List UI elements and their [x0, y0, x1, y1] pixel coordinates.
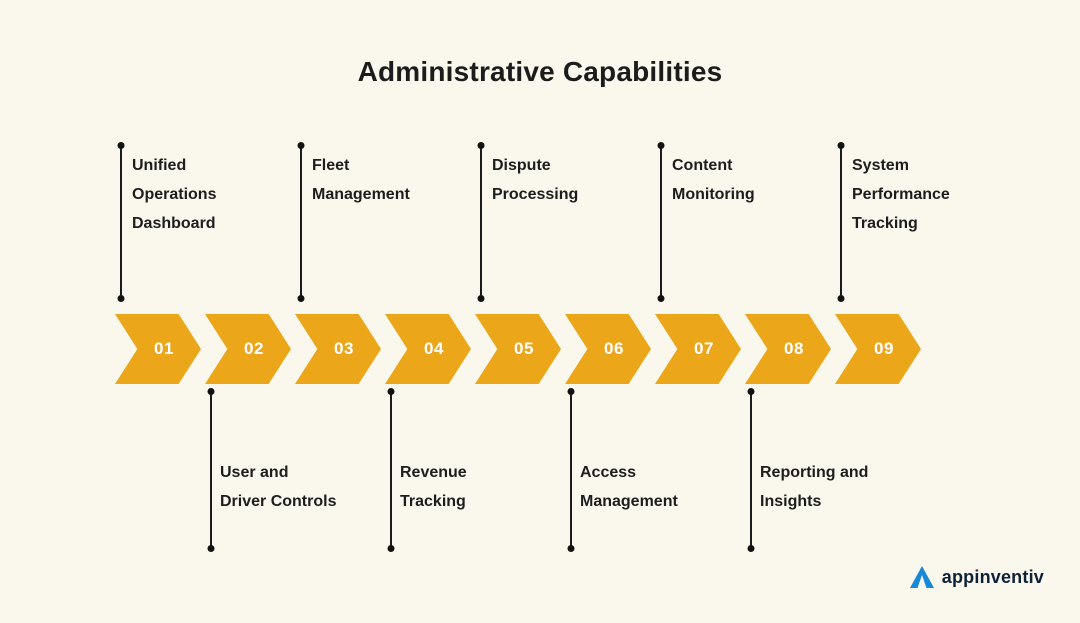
appinventiv-triangle-icon [909, 566, 934, 588]
page-title: Administrative Capabilities [357, 56, 723, 87]
step-chevron-06: 06 [565, 314, 651, 384]
connector-line-06 [567, 388, 575, 552]
connector-line-08 [747, 388, 755, 552]
label-line: Access [580, 464, 637, 481]
step-chevron-03: 03 [295, 314, 381, 384]
label-line: User and [220, 464, 289, 481]
step-chevron-08: 08 [745, 314, 831, 384]
step-number: 09 [874, 339, 894, 358]
label-line: Monitoring [672, 186, 755, 203]
label-line: Tracking [852, 215, 918, 232]
step-label-02: User and Driver Controls [220, 458, 336, 516]
step-chevron-07: 07 [655, 314, 741, 384]
step-label-06: Access Management [580, 458, 678, 516]
label-line: Performance [852, 186, 950, 203]
step-chevron-01: 01 [115, 314, 201, 384]
label-line: Management [312, 186, 410, 203]
step-chevron-05: 05 [475, 314, 561, 384]
label-line: System [852, 157, 909, 174]
label-line: Content [672, 157, 733, 174]
label-line: Insights [760, 493, 822, 510]
connector-line-04 [387, 388, 395, 552]
label-line: Operations [132, 186, 217, 203]
connector-line-02 [207, 388, 215, 552]
brand-logo: appinventiv [909, 566, 1044, 588]
connector-dot [117, 295, 125, 302]
step-label-08: Reporting and Insights [760, 458, 868, 516]
connector-line-03 [297, 142, 305, 302]
step-label-09: System Performance Tracking [852, 151, 950, 238]
step-label-05: Dispute Processing [492, 151, 578, 209]
label-line: Dispute [492, 157, 551, 174]
connector-dot [297, 295, 305, 302]
connector-dot [207, 388, 215, 395]
label-line: Revenue [400, 464, 467, 481]
step-chevron-02: 02 [205, 314, 291, 384]
connector-dot [387, 388, 395, 395]
label-line: Reporting and [760, 464, 869, 481]
label-line: Fleet [312, 157, 350, 174]
step-number: 02 [244, 339, 264, 358]
step-chevron-09: 09 [835, 314, 921, 384]
label-line: Dashboard [132, 215, 216, 232]
step-number: 07 [694, 339, 714, 358]
step-label-03: Fleet Management [312, 151, 410, 209]
connector-dot [477, 295, 485, 302]
connector-line-09 [837, 142, 845, 302]
label-line: Tracking [400, 493, 466, 510]
step-number: 05 [514, 339, 534, 358]
connector-dot [837, 295, 845, 302]
connector-dot [747, 545, 755, 552]
connector-line-01 [117, 142, 125, 302]
step-number: 03 [334, 339, 354, 358]
label-line: Processing [492, 186, 579, 203]
connector-dot [297, 142, 305, 149]
step-chevron-04: 04 [385, 314, 471, 384]
step-label-01: Unified Operations Dashboard [132, 151, 216, 238]
label-line: Driver Controls [220, 493, 337, 510]
label-line: Unified [132, 157, 187, 174]
connector-dot [747, 388, 755, 395]
connector-dot [657, 295, 665, 302]
connector-dot [117, 142, 125, 149]
step-number: 01 [154, 339, 174, 358]
step-number: 06 [604, 339, 624, 358]
connector-dot [477, 142, 485, 149]
connector-dot [837, 142, 845, 149]
step-number: 04 [424, 339, 444, 358]
connector-dot [207, 545, 215, 552]
step-label-07: Content Monitoring [672, 151, 755, 209]
connector-line-07 [657, 142, 665, 302]
brand-name: appinventiv [941, 566, 1044, 587]
connector-dot [387, 545, 395, 552]
connector-dot [567, 545, 575, 552]
step-number: 08 [784, 339, 804, 358]
label-line: Management [580, 493, 678, 510]
connector-dot [567, 388, 575, 395]
connector-line-05 [477, 142, 485, 302]
connector-dot [657, 142, 665, 149]
step-label-04: Revenue Tracking [400, 458, 467, 516]
